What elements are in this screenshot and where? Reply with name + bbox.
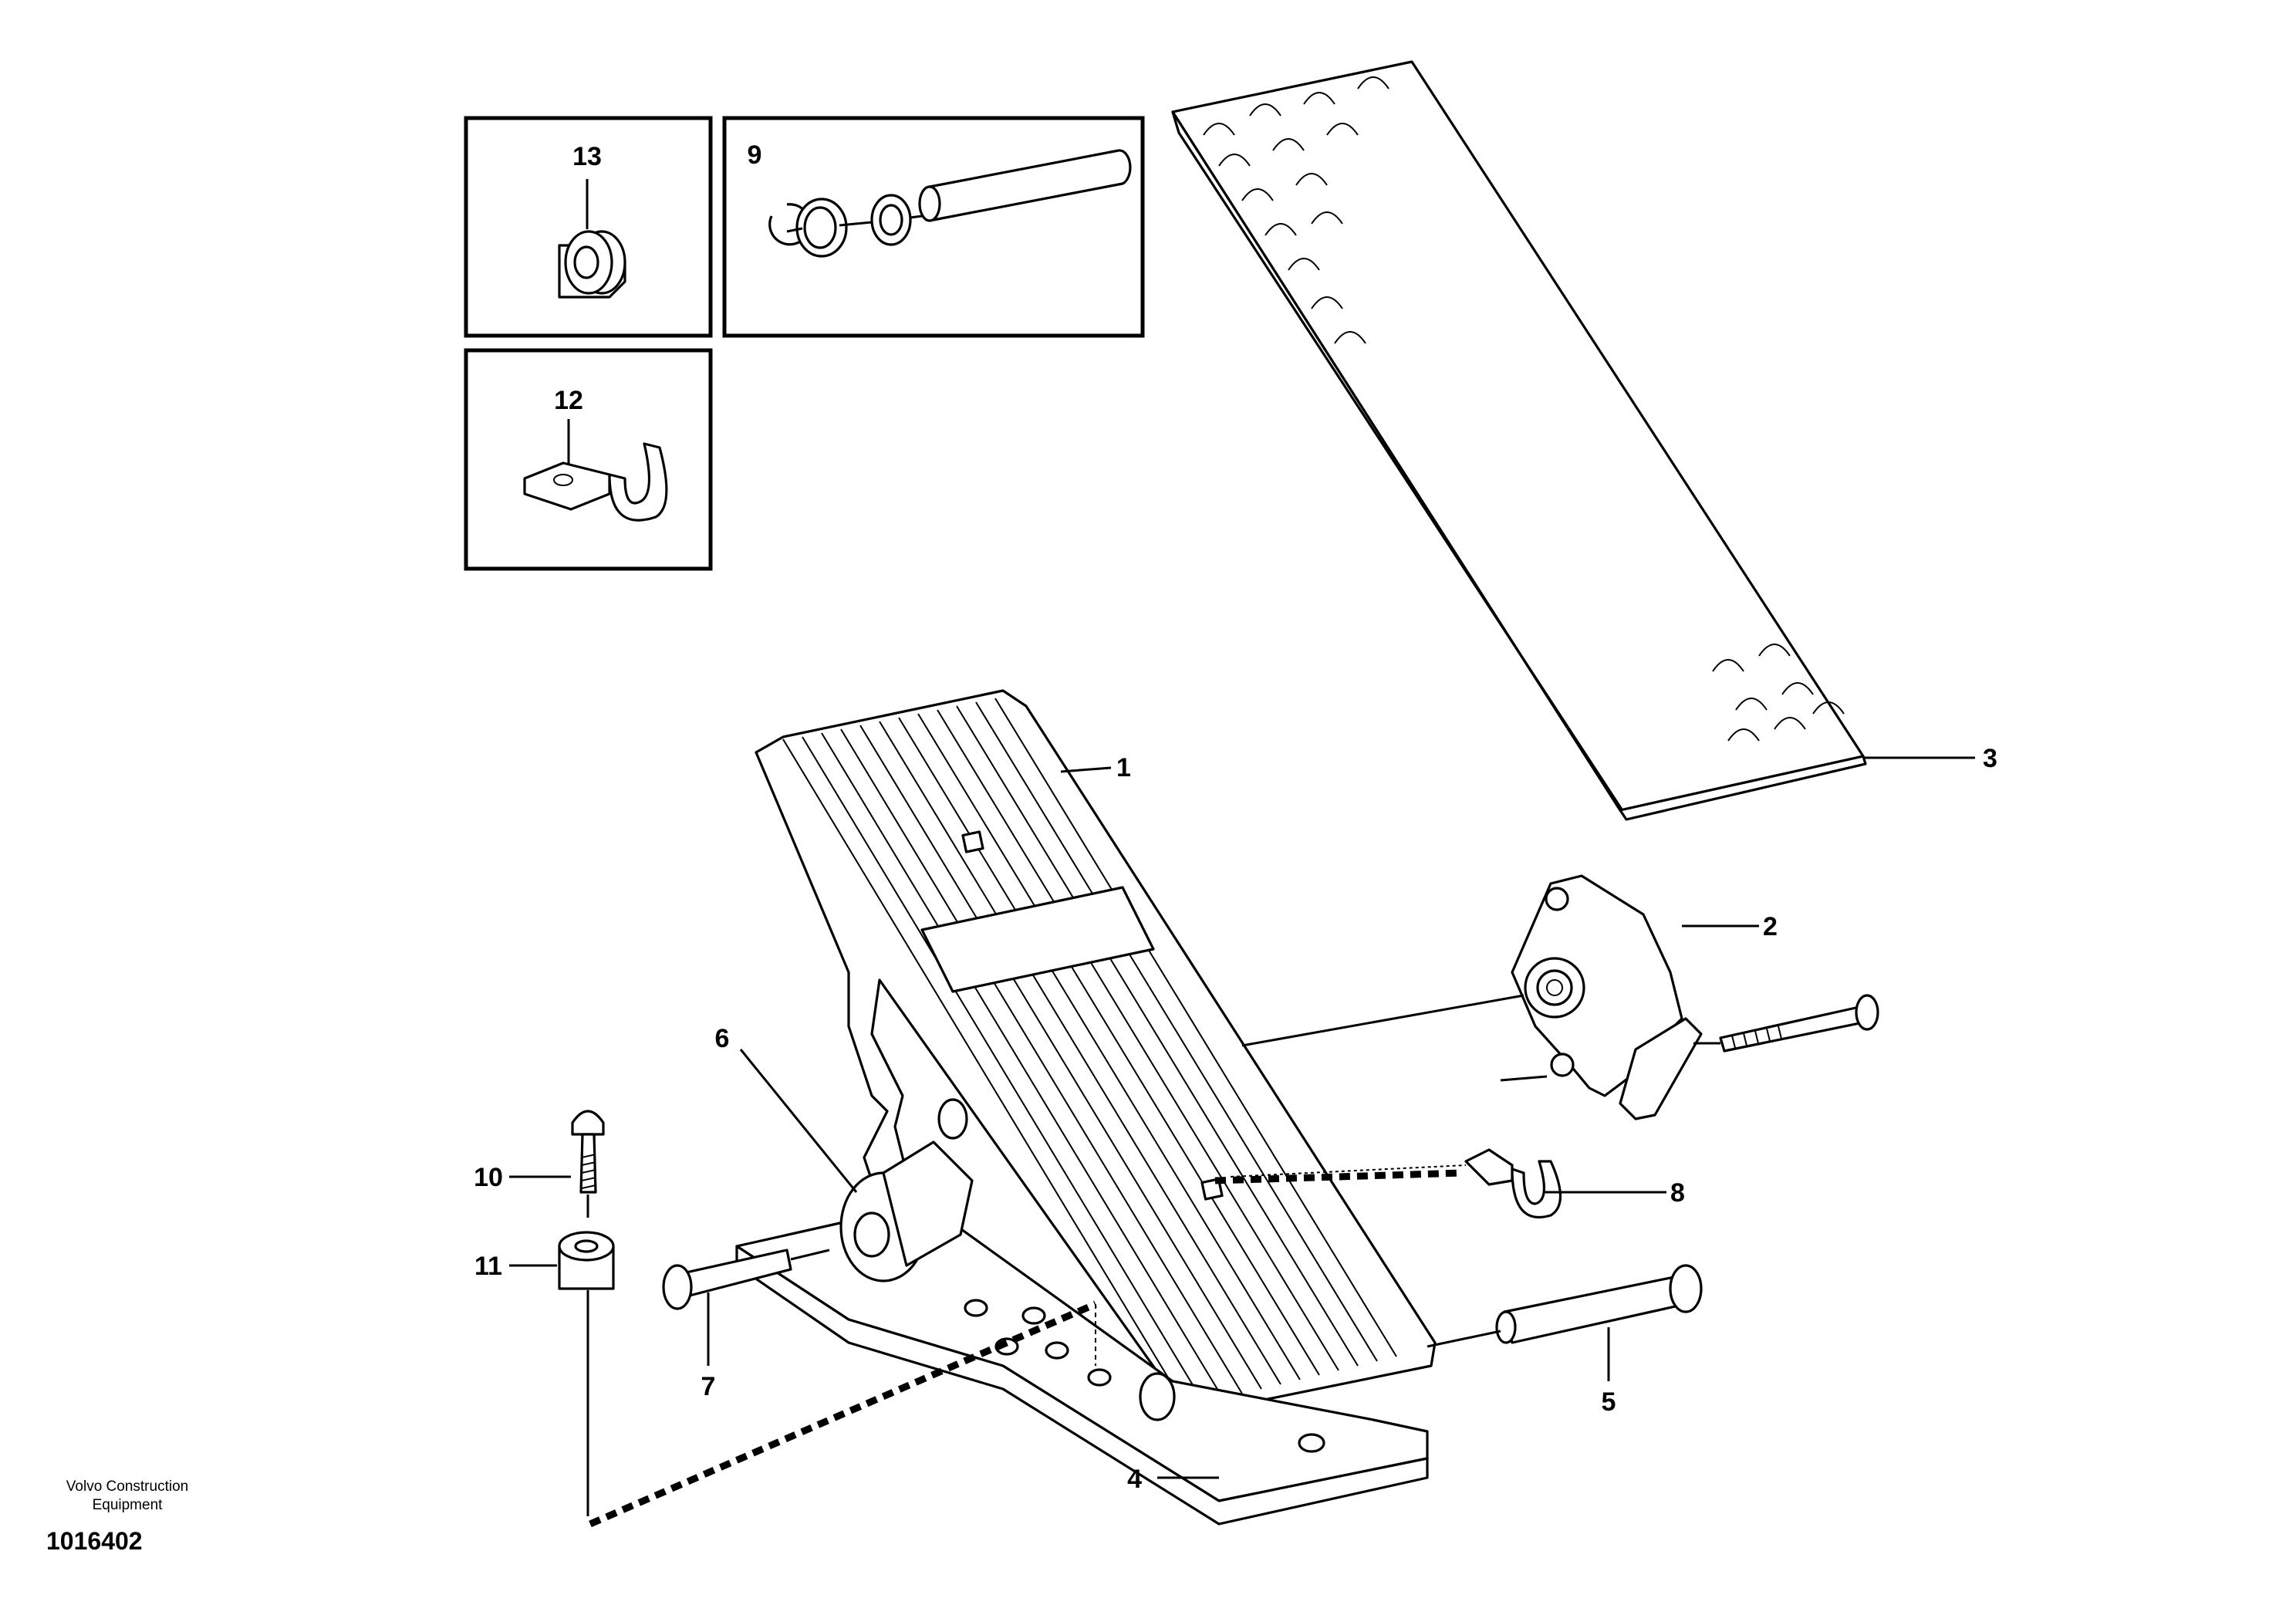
callout-1: 1 xyxy=(1116,753,1131,782)
sensor-screw xyxy=(1693,994,1879,1053)
cable-clip xyxy=(1464,1148,1666,1219)
flange-screw xyxy=(509,1110,605,1194)
spacer-bushing xyxy=(509,1231,615,1290)
pedal-position-sensor xyxy=(1241,874,1759,1120)
pivot-pin-long xyxy=(1427,1264,1703,1381)
manufacturer-line-1: Volvo Construction xyxy=(66,1478,188,1495)
detail-box-12 xyxy=(464,348,713,571)
callout-5: 5 xyxy=(1602,1387,1616,1417)
detail-box-9 xyxy=(722,116,1145,338)
callout-3: 3 xyxy=(1983,744,1997,773)
manufacturer-line-2: Equipment xyxy=(93,1497,164,1513)
hinge-boss xyxy=(739,1049,974,1282)
clip-leader-dotted xyxy=(1230,1164,1467,1178)
callout-9: 9 xyxy=(748,140,762,170)
callout-7: 7 xyxy=(701,1372,716,1401)
document-number: 1016402 xyxy=(46,1527,143,1555)
clip-connector-line xyxy=(1214,1169,1463,1184)
detail-box-13 xyxy=(464,116,713,338)
callout-8: 8 xyxy=(1670,1178,1685,1208)
callout-2: 2 xyxy=(1763,912,1778,941)
callout-12: 12 xyxy=(554,386,583,415)
pedal-pad-cover xyxy=(1171,60,1975,821)
pedal-base-bracket xyxy=(735,1202,1429,1526)
callout-13: 13 xyxy=(572,142,602,171)
base-connector-line xyxy=(589,1300,1097,1528)
pivot-pin-short xyxy=(662,1249,830,1366)
callout-11: 11 xyxy=(474,1252,502,1281)
callout-10: 10 xyxy=(474,1163,503,1192)
callout-6: 6 xyxy=(715,1024,730,1053)
callout-4: 4 xyxy=(1127,1465,1142,1494)
